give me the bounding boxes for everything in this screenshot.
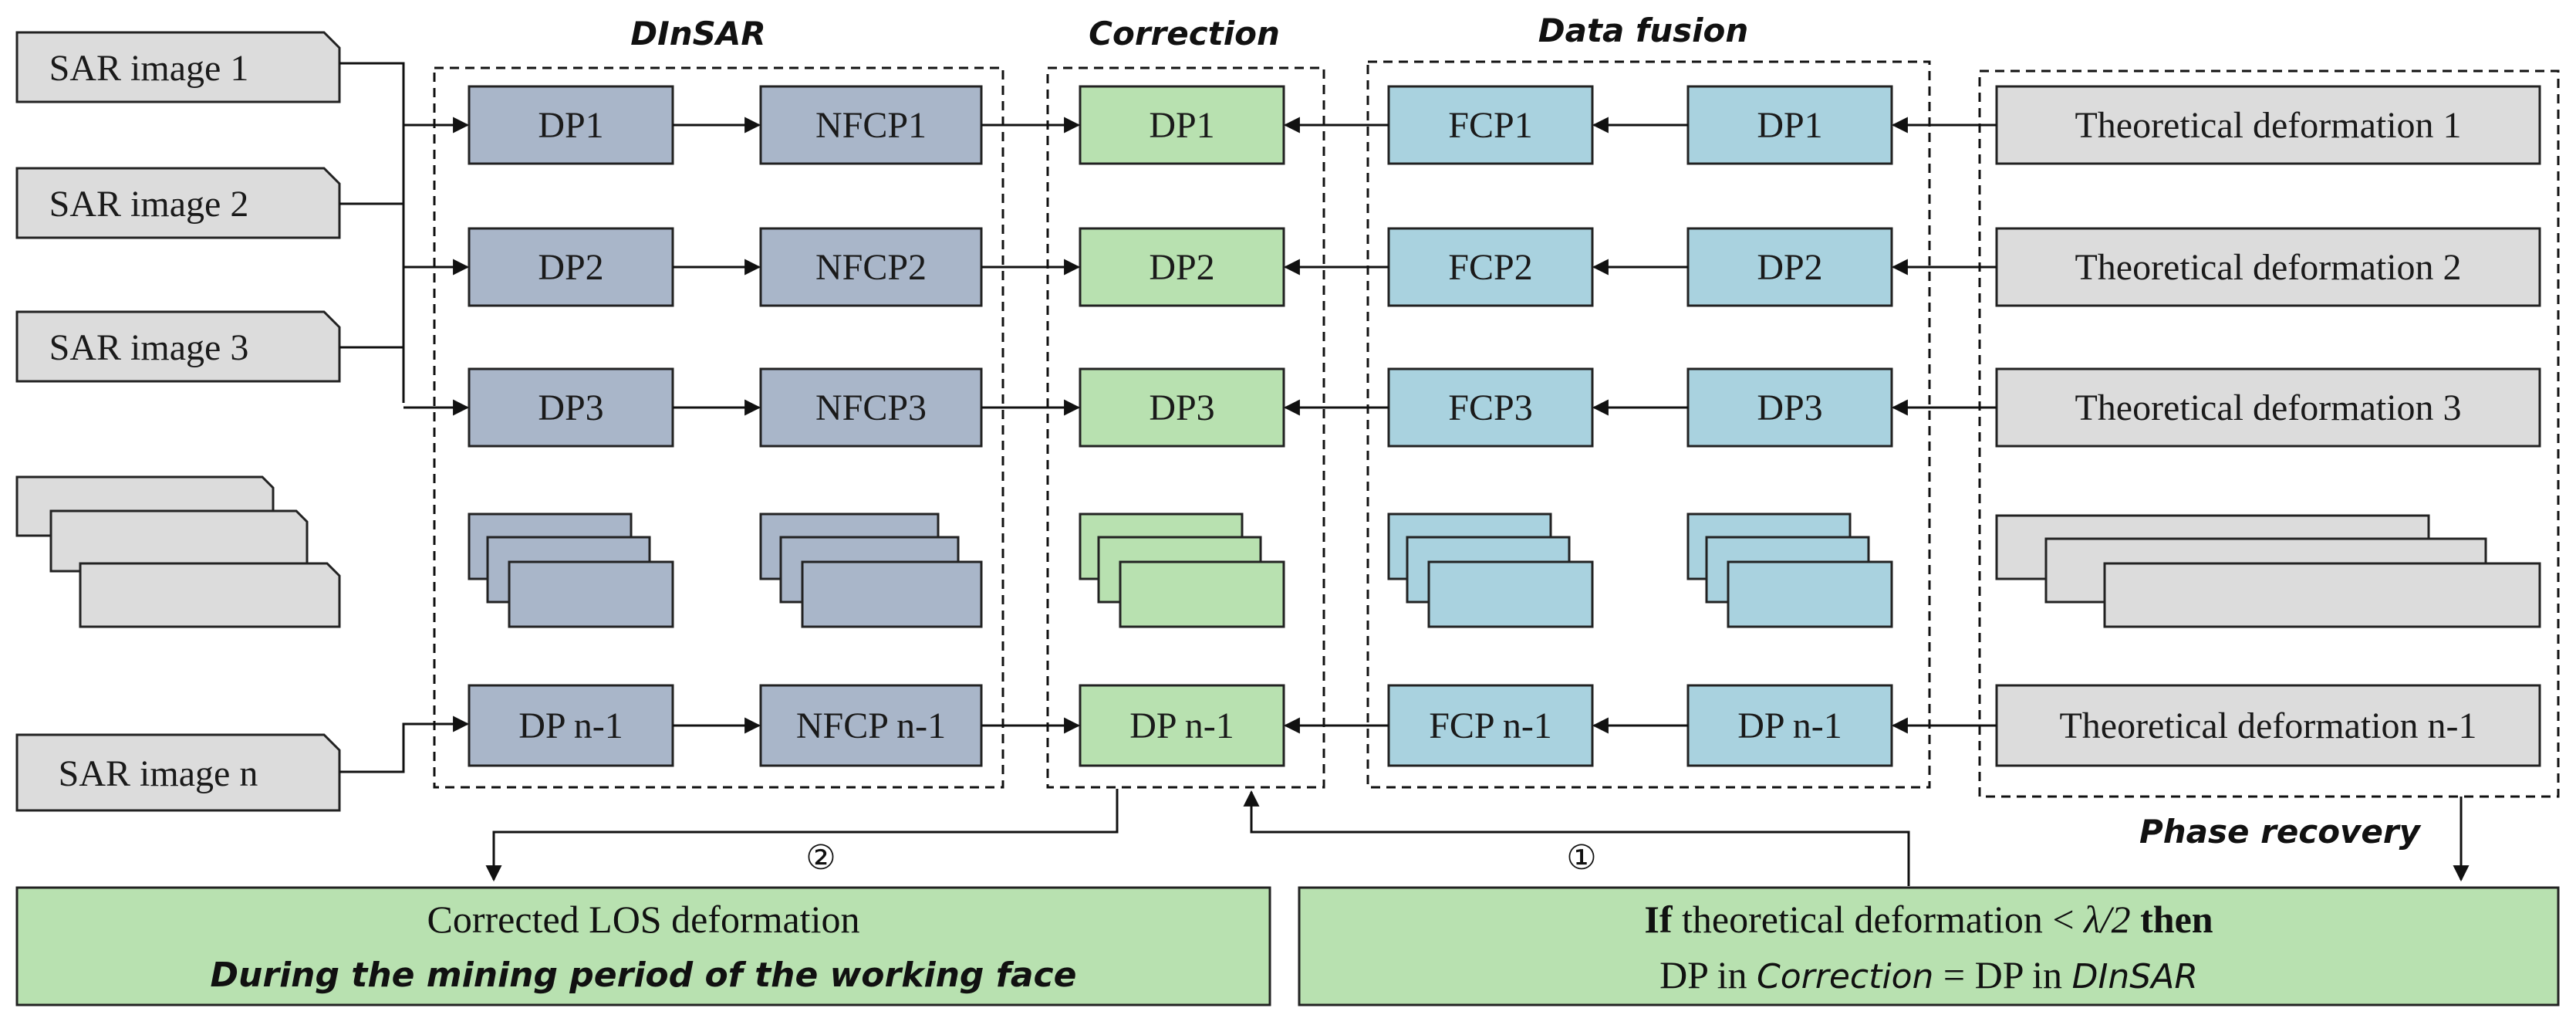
if-word: If — [1644, 898, 1673, 941]
dp-in-text: DP in — [1659, 953, 1757, 996]
nfcp-n-1: NFCP n-1 — [759, 684, 983, 767]
sar-image-3: SAR image 3 — [15, 310, 341, 383]
dinsar-dp-3-label: DP3 — [538, 387, 603, 428]
theoretical-deformation-3-label: Theoretical deformation 3 — [2075, 387, 2461, 428]
fcp-stack — [1387, 512, 1594, 628]
dinsar-dp-2: DP2 — [468, 227, 674, 307]
nfcp-1: NFCP1 — [759, 85, 983, 165]
fusion-dp-stack — [1686, 512, 1893, 628]
fcp-3: FCP3 — [1387, 367, 1594, 448]
fusion-dp-n-1-label: DP n-1 — [1737, 705, 1842, 746]
correction-dp-stack — [1079, 512, 1285, 628]
correction-dp-3: DP3 — [1079, 367, 1285, 448]
dinsar-dp-n-1-label: DP n-1 — [518, 705, 623, 746]
marker-two: ② — [805, 838, 836, 878]
correction-dp-2: DP2 — [1079, 227, 1285, 307]
sar-image-2-label: SAR image 2 — [49, 184, 249, 225]
dinsar-title: DInSAR — [630, 15, 766, 52]
marker-one: ① — [1566, 838, 1596, 878]
theoretical-deformation-stack — [1995, 514, 2541, 628]
theoretical-deformation-n-1: Theoretical deformation n-1 — [1995, 684, 2541, 767]
dinsar-dp-3: DP3 — [468, 367, 674, 448]
sar-image-n-label: SAR image n — [59, 753, 258, 794]
fcp-2: FCP2 — [1387, 227, 1594, 307]
nfcp-1-label: NFCP1 — [815, 105, 927, 146]
corrected-los-title: Corrected LOS deformation — [427, 898, 860, 941]
condition-line-2: DP in Correction = DP in DInSAR — [1659, 953, 2198, 996]
fusion-dp-1-label: DP1 — [1757, 105, 1822, 146]
sar-image-n: SAR image n — [15, 733, 341, 812]
dinsar-group-frame — [433, 66, 1004, 789]
phase-recovery-title: Phase recovery — [2139, 813, 2422, 851]
fusion-dp-2: DP2 — [1686, 227, 1893, 307]
fusion-dp-n-1: DP n-1 — [1686, 684, 1893, 767]
condition-box: If theoretical deformation < λ/2 then DP… — [1298, 886, 2560, 1006]
nfcp-stack — [759, 512, 983, 628]
fcp-1-label: FCP1 — [1448, 105, 1532, 146]
theoretical-deformation-1: Theoretical deformation 1 — [1995, 85, 2541, 165]
fusion-dp-3-label: DP3 — [1757, 387, 1822, 428]
dinsar-dp-2-label: DP2 — [538, 247, 603, 288]
theoretical-deformation-2-label: Theoretical deformation 2 — [2075, 247, 2461, 288]
nfcp-3-label: NFCP3 — [815, 387, 927, 428]
fcp-2-label: FCP2 — [1448, 247, 1532, 288]
correction-dp-n-1: DP n-1 — [1079, 684, 1285, 767]
fcp-3-label: FCP3 — [1448, 387, 1532, 428]
correction-dp-n-1-label: DP n-1 — [1129, 705, 1234, 746]
correction-title: Correction — [1089, 15, 1280, 52]
theoretical-deformation-2: Theoretical deformation 2 — [1995, 227, 2541, 307]
nfcp-2-label: NFCP2 — [815, 247, 927, 288]
fusion-dp-1: DP1 — [1686, 85, 1893, 165]
sar-image-3-label: SAR image 3 — [49, 327, 249, 368]
correction-dp-2-label: DP2 — [1149, 247, 1214, 288]
dinsar-word: DInSAR — [2072, 957, 2198, 996]
fcp-n-1: FCP n-1 — [1387, 684, 1594, 767]
then-word: then — [2131, 898, 2213, 941]
fusion-dp-3: DP3 — [1686, 367, 1893, 448]
nfcp-n-1-label: NFCP n-1 — [796, 705, 946, 746]
correction-dp-3-label: DP3 — [1149, 387, 1214, 428]
fcp-n-1-label: FCP n-1 — [1429, 705, 1552, 746]
fcp-1: FCP1 — [1387, 85, 1594, 165]
dinsar-dp-1: DP1 — [468, 85, 674, 165]
fusion-group-frame — [1366, 60, 1931, 789]
sar-image-stack — [15, 475, 341, 628]
lambda-text: λ/2 — [2082, 898, 2131, 941]
corrected-los-subtitle: During the mining period of the working … — [211, 956, 1077, 995]
phase-recovery-group-frame — [1978, 69, 2560, 798]
correction-dp-1: DP1 — [1079, 85, 1285, 165]
theoretical-deformation-3: Theoretical deformation 3 — [1995, 367, 2541, 448]
theoretical-deformation-n-1-label: Theoretical deformation n-1 — [2059, 705, 2476, 746]
correction-dp-1-label: DP1 — [1149, 105, 1214, 146]
fusion-dp-2-label: DP2 — [1757, 247, 1822, 288]
sar-connectors — [339, 62, 470, 773]
dinsar-dp-1-label: DP1 — [538, 105, 603, 146]
correction-group-frame — [1046, 66, 1325, 789]
corrected-los-box: Corrected LOS deformation During the min… — [15, 886, 1271, 1006]
nfcp-3: NFCP3 — [759, 367, 983, 448]
condition-text: theoretical deformation < — [1673, 898, 2085, 941]
row-arrows — [673, 117, 1997, 734]
equals-text: = DP in — [1933, 953, 2071, 996]
fusion-title: Data fusion — [1538, 12, 1749, 49]
dinsar-dp-n-1: DP n-1 — [468, 684, 674, 767]
sar-image-1-label: SAR image 1 — [49, 48, 249, 89]
sar-image-2: SAR image 2 — [15, 167, 341, 239]
nfcp-2: NFCP2 — [759, 227, 983, 307]
theoretical-deformation-1-label: Theoretical deformation 1 — [2075, 105, 2461, 146]
correction-word: Correction — [1757, 957, 1933, 996]
dinsar-dp-stack — [468, 512, 674, 628]
feedback-arrows — [485, 789, 2470, 886]
sar-image-1: SAR image 1 — [15, 31, 341, 103]
condition-line-1: If theoretical deformation < λ/2 then — [1644, 898, 2213, 941]
